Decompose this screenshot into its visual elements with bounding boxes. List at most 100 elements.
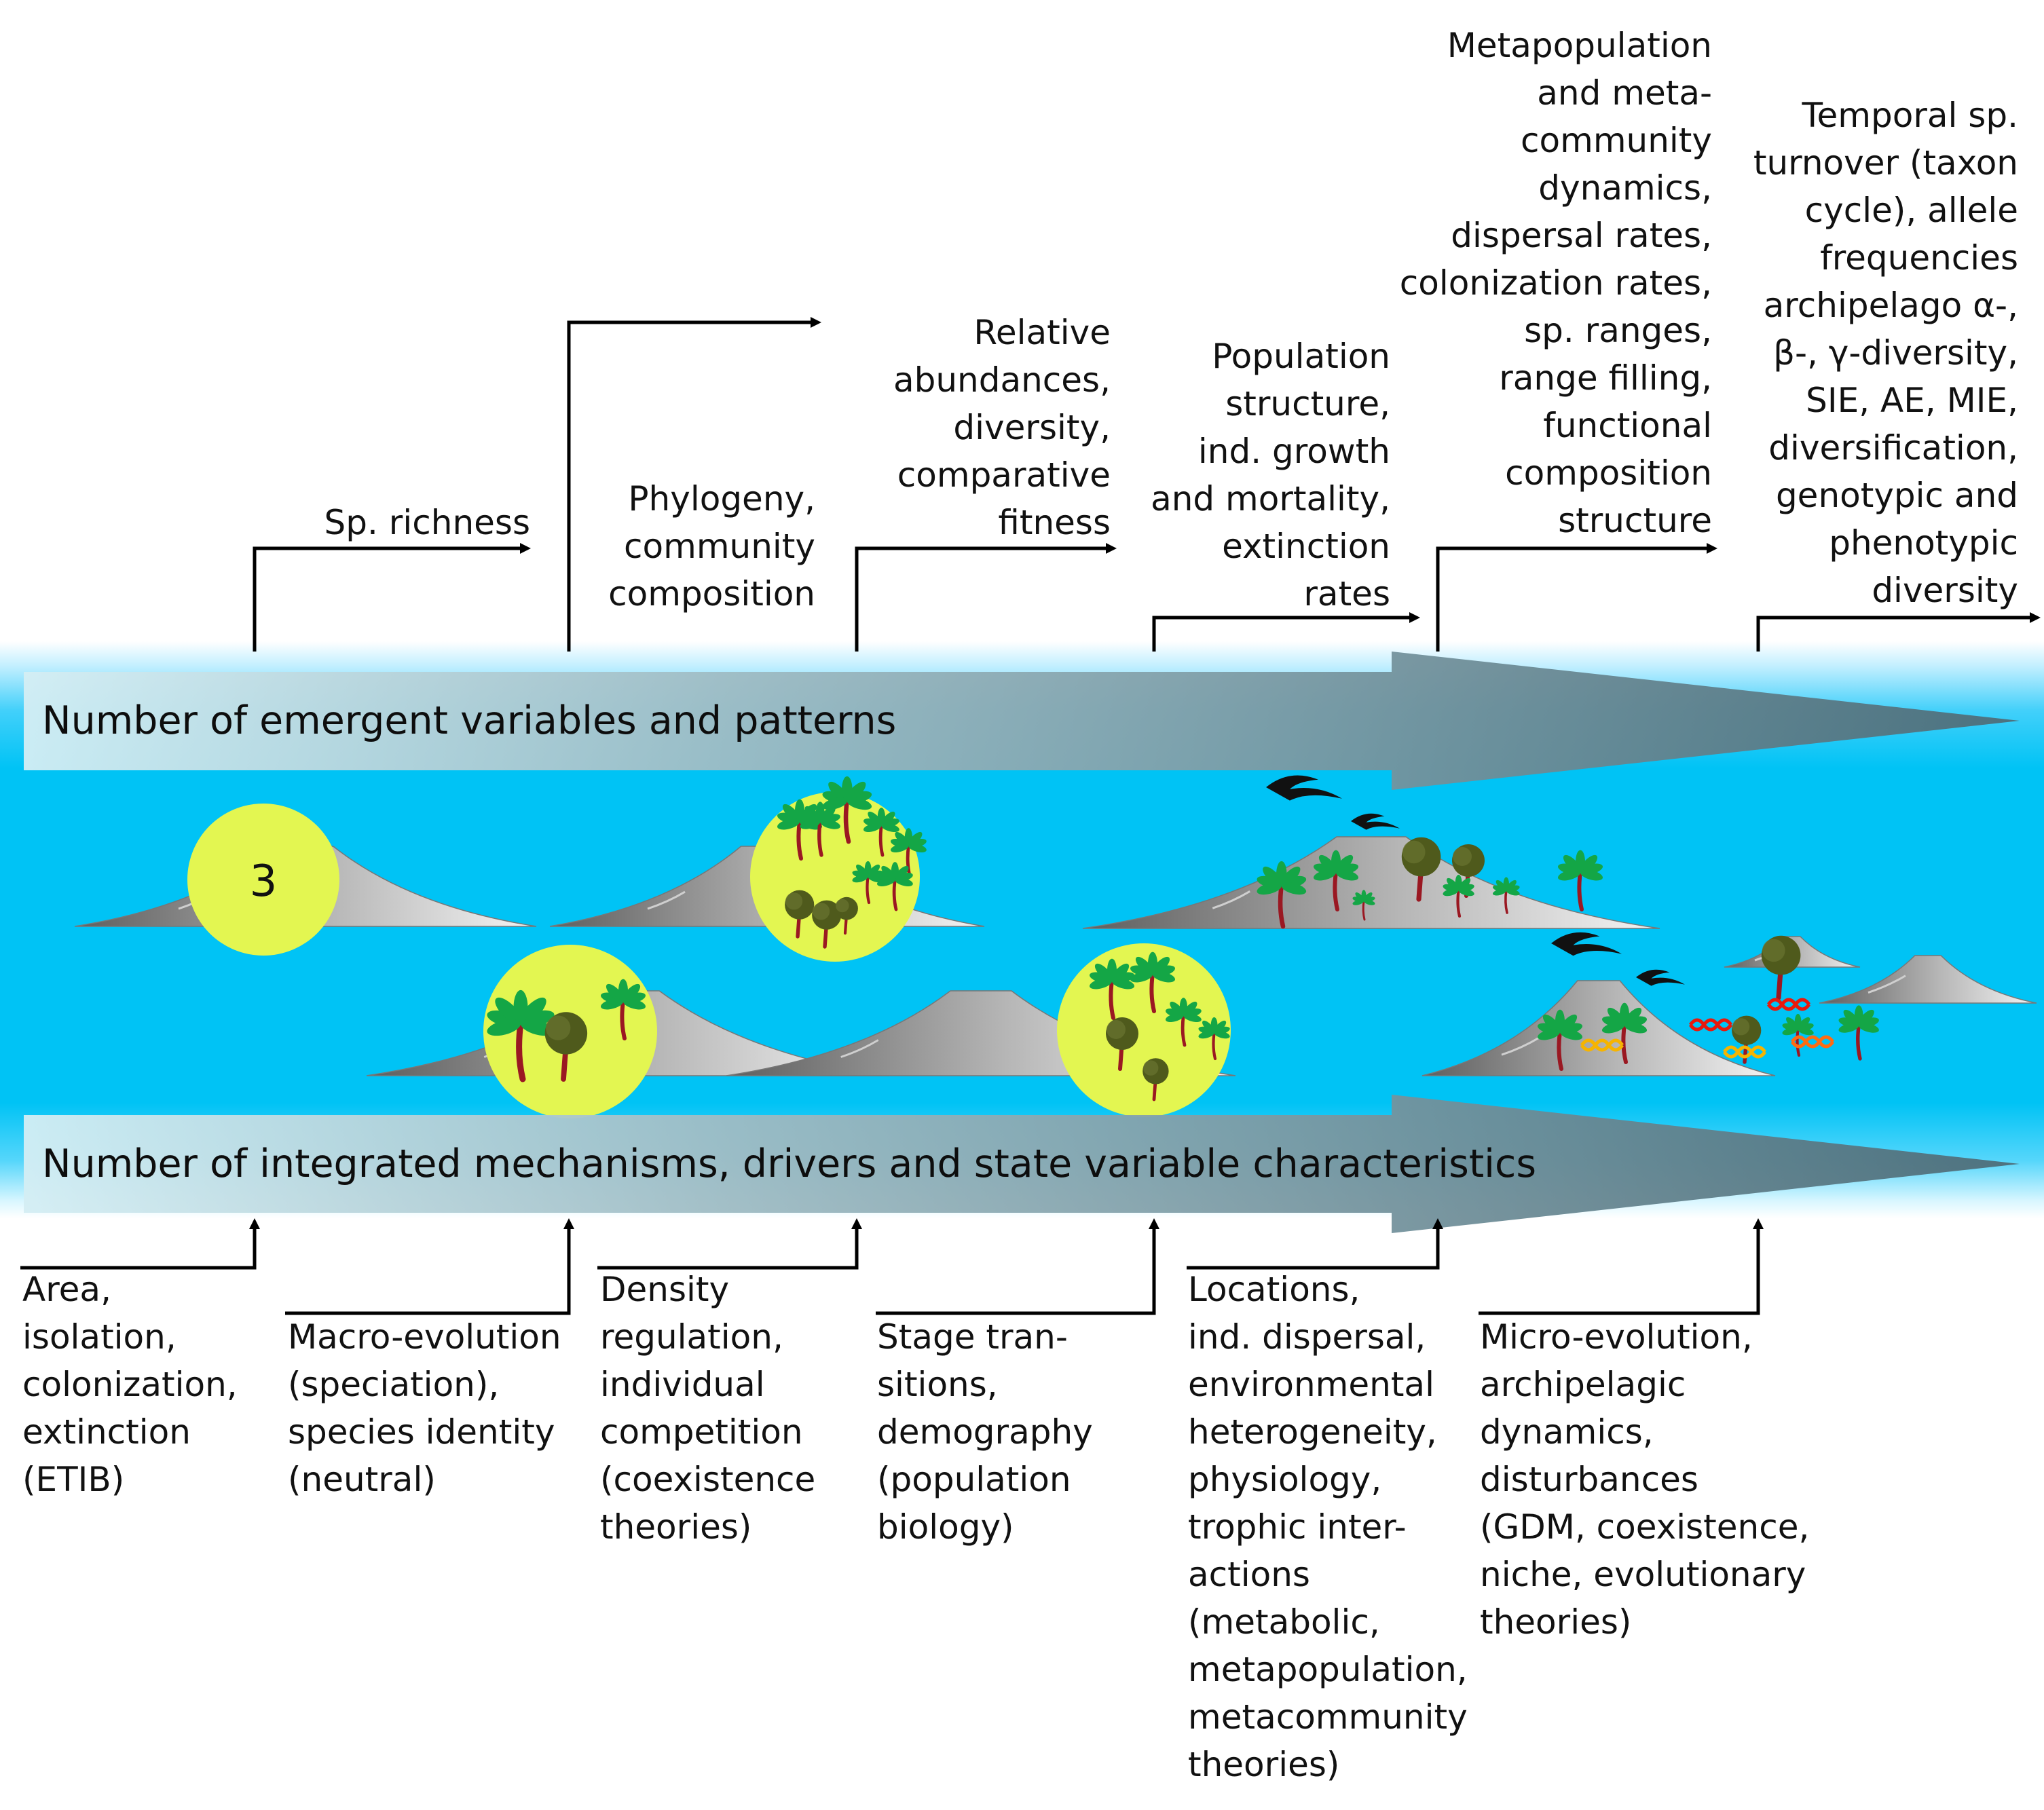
- palm-tree: [1089, 958, 1135, 1020]
- mechanism-connector-arrowhead: [249, 1218, 260, 1229]
- palm-trunk: [1278, 883, 1286, 929]
- palm-tree: [1165, 998, 1202, 1047]
- emergent-label-metapopulation: Metapopulation and meta- community dynam…: [1399, 26, 1712, 540]
- dna-strand: [1580, 1038, 1624, 1052]
- palm-frond: [1352, 899, 1364, 905]
- palm-frond: [1147, 951, 1158, 975]
- island-stage-5: [1082, 836, 1660, 929]
- palm-frond: [1580, 869, 1603, 881]
- island-ridge: [1501, 1036, 1540, 1056]
- palm-trunk: [1796, 1027, 1801, 1057]
- mechanism-connector-line: [1479, 1226, 1760, 1315]
- tree-crown-highlight: [1143, 1060, 1159, 1076]
- bird-silhouette: [1351, 813, 1400, 830]
- palm-frond: [1555, 1009, 1565, 1033]
- emergent-connector-line: [855, 546, 1109, 652]
- palm-frond: [1281, 882, 1307, 895]
- mechanism-connector-arrowhead: [1432, 1218, 1443, 1229]
- palm-frond: [513, 989, 528, 1025]
- palm-frond: [1782, 1027, 1798, 1036]
- mechanism-connector-arrowhead: [1753, 1218, 1764, 1229]
- mechanism-connector-arrowhead: [1149, 1218, 1159, 1229]
- palm-frond: [618, 979, 629, 1002]
- palm-frond: [863, 823, 882, 832]
- palm-frond: [1214, 1030, 1230, 1039]
- palm-tree: [863, 808, 899, 857]
- emergent-label-relative-abundances: Relative abundances, diversity, comparat…: [893, 313, 1111, 542]
- palm-frond: [1559, 1029, 1583, 1040]
- palm-frond: [890, 844, 909, 852]
- bird-silhouette: [1266, 775, 1342, 801]
- palm-frond: [1111, 978, 1135, 989]
- palm-trunk: [1333, 870, 1339, 911]
- dna-strand: [1790, 1035, 1835, 1049]
- dna-strand: [1790, 1035, 1835, 1049]
- palm-trunk: [817, 819, 823, 857]
- palm-frond: [881, 823, 899, 832]
- palm-trunk: [796, 819, 803, 861]
- emergent-connector-arrowhead: [811, 317, 821, 328]
- palm-frond: [1276, 861, 1287, 887]
- emergent-connector-line: [253, 546, 523, 652]
- palm-frond: [815, 802, 825, 823]
- mechanisms-band-arrow: [24, 1095, 2020, 1233]
- palm-tree: [890, 828, 927, 878]
- palm-frond: [1363, 899, 1375, 905]
- palm-frond: [1443, 888, 1459, 897]
- palm-tree: [600, 979, 646, 1040]
- palm-frond: [1458, 888, 1474, 897]
- palm-trunk: [906, 844, 912, 878]
- mechanism-label-stage-transitions: Stage tran- sitions, demography (populat…: [877, 1317, 1093, 1547]
- palm-frond: [1361, 890, 1367, 902]
- broadleaf-tree: [785, 890, 815, 939]
- palm-trunk: [1456, 888, 1462, 918]
- palm-trunk: [1856, 1023, 1862, 1061]
- palm-trunk: [516, 1020, 526, 1082]
- palm-frond: [1624, 1022, 1648, 1034]
- palm-tree: [1838, 1005, 1879, 1061]
- emergent-label-population-structure: Population structure, ind. growth and mo…: [1151, 337, 1390, 614]
- dna-strand: [1722, 1045, 1767, 1059]
- palm-frond: [1601, 1022, 1625, 1034]
- palm-frond: [1859, 1023, 1879, 1033]
- dna-helix: [1766, 998, 1811, 1011]
- palm-frond: [1503, 877, 1510, 891]
- palm-frond: [895, 878, 913, 886]
- palm-frond: [1257, 882, 1282, 895]
- tree-crown-highlight: [546, 1015, 571, 1040]
- palm-frond: [1854, 1005, 1863, 1026]
- palm-trunk: [1557, 1030, 1563, 1071]
- emergent-connector-arrowhead: [1106, 543, 1117, 554]
- palm-tree: [487, 989, 555, 1082]
- palm-frond: [1537, 1029, 1561, 1040]
- palm-tree: [1257, 861, 1307, 929]
- tree-crown-highlight: [1107, 1020, 1126, 1039]
- dna-strand: [1766, 998, 1811, 1011]
- palm-frond: [487, 1019, 521, 1036]
- mechanism-connector-arrowhead: [563, 1218, 574, 1229]
- palm-frond: [600, 998, 624, 1010]
- species-count-circle: [187, 804, 339, 956]
- mechanism-connector-line: [597, 1226, 859, 1270]
- palm-frond: [1179, 998, 1188, 1017]
- broadleaf-tree: [1142, 1058, 1169, 1101]
- tree-crown-highlight: [785, 892, 803, 910]
- palm-tree: [1130, 951, 1176, 1013]
- palm-frond: [1794, 1013, 1802, 1030]
- palm-frond: [1183, 1013, 1202, 1022]
- broadleaf-tree: [1401, 837, 1441, 902]
- emergent-label-phylogeny: Phylogeny, community composition: [608, 479, 815, 614]
- emergent-connector-arrowhead: [520, 543, 531, 554]
- island-ridge: [1212, 890, 1251, 909]
- palm-trunk: [1212, 1031, 1217, 1061]
- palm-frond: [891, 862, 899, 881]
- broadleaf-tree: [1761, 935, 1801, 1000]
- dna-helix: [1580, 1038, 1624, 1052]
- palm-tree: [852, 861, 884, 905]
- dna-strand: [1688, 1018, 1733, 1032]
- palm-frond: [908, 844, 927, 852]
- emergent-connector-line: [567, 320, 813, 652]
- bird-silhouette: [1551, 932, 1622, 956]
- dna-helix: [1688, 1018, 1733, 1032]
